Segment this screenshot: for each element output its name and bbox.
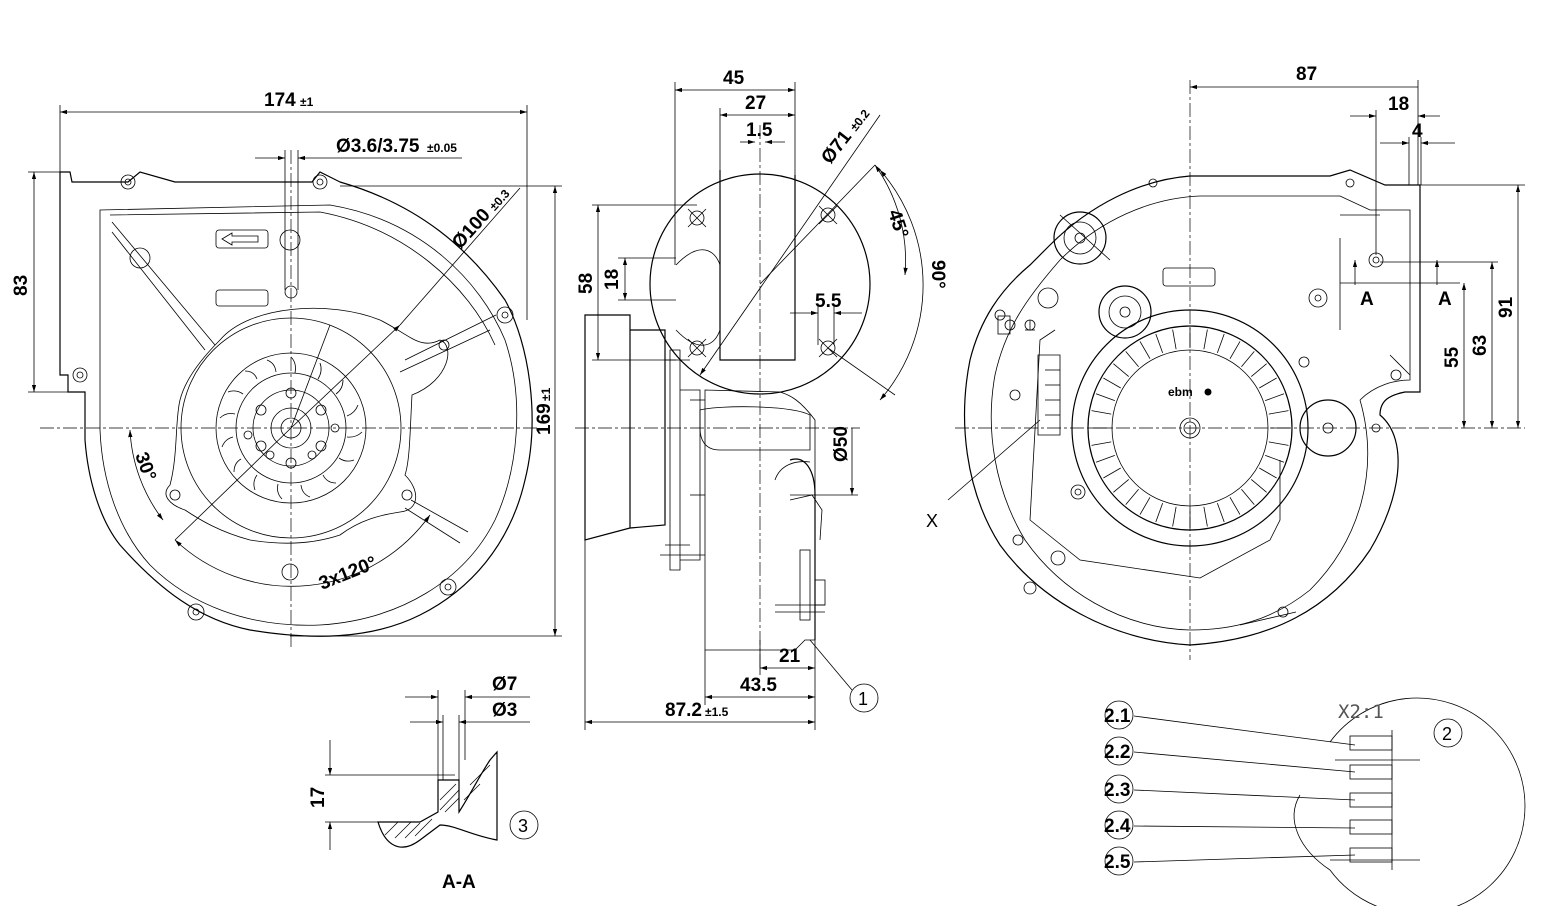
flow-direction-icon: [221, 232, 259, 246]
dim-dia-71: Ø71: [817, 127, 856, 169]
dim-45: 45: [723, 68, 745, 89]
dim-18-side: 18: [602, 269, 623, 290]
dim-dia-3: Ø3: [492, 700, 517, 721]
rear-housing-outline: [964, 169, 1421, 646]
dim-58: 58: [576, 273, 597, 294]
dim-87-2: 87.2: [665, 700, 702, 721]
section-a-left: A: [1360, 289, 1374, 310]
dim-1-5: 1.5: [746, 120, 773, 141]
pin-2-4-label: 2.4: [1104, 816, 1131, 837]
detail-x: 2.1 2.2 2.3 2.4 2.5 X2:1 2: [1104, 697, 1526, 906]
dim-27: 27: [745, 93, 766, 114]
front-impeller-blades: [219, 356, 363, 500]
dim-dia-100-tol: ±0.3: [487, 186, 513, 213]
dim-dia-100: Ø100: [448, 205, 495, 254]
dim-angle-30: 30°: [130, 450, 160, 484]
section-aa-label: A-A: [442, 872, 476, 893]
rear-boss-top-left: [1053, 211, 1107, 265]
detail-x-scale: X2:1: [1338, 701, 1384, 723]
dim-87: 87: [1296, 64, 1317, 85]
pin-2-2-label: 2.2: [1104, 742, 1130, 763]
section-a-right: A: [1438, 289, 1452, 310]
rear-view: 87 18 4 A A 91 63 55 ebm X: [926, 64, 1525, 660]
dim-hole-dia: Ø3.6/3.75: [336, 136, 420, 157]
front-impeller-inner: [235, 372, 347, 484]
callout-2-circle: [1433, 718, 1463, 748]
dim-angle-45: 45°: [883, 207, 912, 241]
rear-connector: [1037, 354, 1061, 436]
rear-ring-slots: [1090, 328, 1290, 528]
dim-55: 55: [1442, 346, 1463, 368]
dim-87-2-tol: ±1.5: [705, 705, 729, 719]
dim-5-5: 5.5: [815, 291, 842, 312]
dim-angle-90: 90°: [927, 260, 948, 289]
front-impeller-outer: [215, 352, 367, 504]
pin-2-5-label: 2.5: [1104, 852, 1131, 873]
callout-3: 3: [518, 816, 528, 836]
dim-dia-7: Ø7: [492, 674, 517, 695]
dim-83: 83: [11, 275, 32, 296]
side-body: [704, 389, 816, 651]
dim-174: 174: [264, 90, 296, 111]
callout-1: 1: [858, 689, 868, 709]
dim-4: 4: [1412, 121, 1423, 142]
front-inner-outline: [99, 204, 518, 626]
flow-arrow-plate: [215, 229, 269, 249]
brand-logo-icon: [1204, 388, 1212, 396]
dim-hole-tol: ±0.05: [427, 141, 457, 155]
pin-2-1-label: 2.1: [1104, 706, 1131, 727]
dim-17: 17: [308, 787, 329, 808]
front-label-plate: [215, 289, 269, 307]
front-hub: [270, 407, 312, 449]
section-aa: 3 Ø7 Ø3 17 A-A: [308, 674, 539, 893]
dim-169-tol: ±1: [539, 387, 553, 401]
dim-3x120: 3x120°: [316, 553, 380, 595]
dim-dia-71-tol: ±0.2: [847, 107, 873, 134]
section-aa-profile: [377, 750, 498, 848]
side-view: 1 45 27 1.5 Ø71 ±0.2 45° 90° 58 18 5.5 Ø…: [575, 68, 948, 730]
rear-label-plate: [1162, 267, 1216, 287]
brand-logo-text: ebm: [1168, 385, 1193, 399]
dim-91: 91: [1496, 296, 1517, 318]
front-housing-outline: [59, 171, 533, 637]
side-outlet-circle: [649, 173, 871, 395]
pin-2-4-contact: [1349, 819, 1393, 835]
dim-169: 169: [534, 403, 555, 435]
pin-2-1-contact: [1349, 735, 1393, 751]
dim-174-tol: ±1: [300, 95, 314, 109]
pin-2-3-contact: [1349, 792, 1393, 808]
rear-boss-right: [1299, 399, 1357, 457]
dim-21: 21: [779, 646, 801, 667]
front-inner-rim: [109, 211, 496, 346]
callout-3-circle: [509, 810, 539, 840]
detail-x-label: X: [926, 511, 938, 531]
pin-2-3-label: 2.3: [1104, 780, 1130, 801]
pin-2-2-contact: [1349, 764, 1393, 780]
callout-1-circle: [849, 683, 879, 713]
side-motor: [584, 314, 631, 541]
dim-18-rear: 18: [1388, 94, 1409, 115]
dim-43-5: 43.5: [740, 675, 777, 696]
dim-63: 63: [1470, 335, 1491, 356]
front-view: 174 ±1 Ø3.6/3.75 ±0.05 83 Ø100 ±0.3 169 …: [11, 90, 562, 650]
callout-2: 2: [1442, 724, 1452, 744]
dim-dia-50: Ø50: [831, 426, 852, 462]
rear-ring-outer: [1071, 309, 1309, 547]
detail-x-boundary: [1329, 697, 1526, 906]
